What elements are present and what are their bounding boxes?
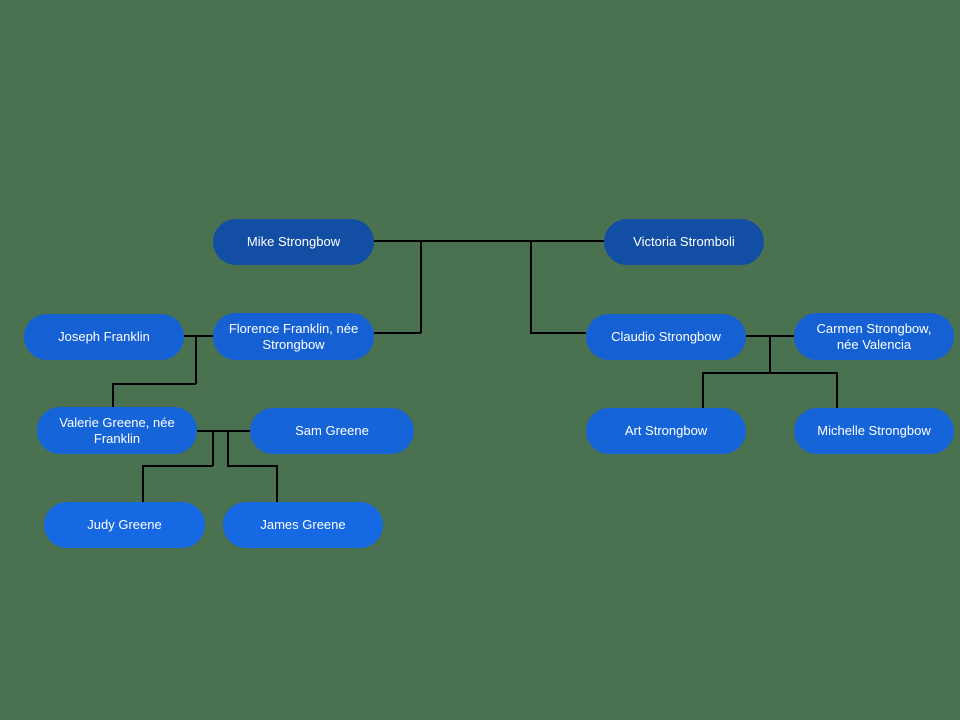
- edge-into-judy: [142, 465, 144, 502]
- tree-node-label: Sam Greene: [295, 423, 369, 439]
- edge-drop-to-claudio: [530, 240, 532, 333]
- tree-node-label: Michelle Strongbow: [817, 423, 931, 439]
- tree-node-mike-strongbow[interactable]: Mike Strongbow: [213, 219, 374, 265]
- tree-node-art-strongbow[interactable]: Art Strongbow: [586, 408, 746, 454]
- edge-into-art: [702, 372, 704, 408]
- edge-drop-joseph-florence: [195, 335, 197, 384]
- tree-node-james-greene[interactable]: James Greene: [223, 502, 383, 548]
- tree-node-label: Joseph Franklin: [58, 329, 150, 345]
- tree-node-label: Valerie Greene, née Franklin: [59, 415, 175, 446]
- tree-node-joseph-franklin[interactable]: Joseph Franklin: [24, 314, 184, 360]
- edge-shelf-to-james: [227, 465, 277, 467]
- tree-node-carmen-strongbow[interactable]: Carmen Strongbow, née Valencia: [794, 313, 954, 360]
- edge-union-joseph-florence: [184, 335, 213, 337]
- edge-into-michelle: [836, 372, 838, 408]
- tree-node-label: Florence Franklin, née Strongbow: [228, 321, 359, 352]
- edge-into-james: [276, 465, 278, 502]
- tree-node-sam-greene[interactable]: Sam Greene: [250, 408, 414, 454]
- edge-shelf-to-judy: [142, 465, 213, 467]
- tree-node-label: Carmen Strongbow, née Valencia: [816, 321, 932, 352]
- edge-shelf-to-valerie: [112, 383, 196, 385]
- tree-node-judy-greene[interactable]: Judy Greene: [44, 502, 205, 548]
- tree-node-florence-franklin[interactable]: Florence Franklin, née Strongbow: [213, 313, 374, 360]
- tree-node-label: Victoria Stromboli: [633, 234, 735, 250]
- edge-union-valerie-sam: [197, 430, 250, 432]
- edge-drop-claudio-carmen: [769, 335, 771, 373]
- tree-node-victoria-stromboli[interactable]: Victoria Stromboli: [604, 219, 764, 265]
- edge-drop-to-james: [227, 430, 229, 466]
- tree-node-label: Claudio Strongbow: [611, 329, 721, 345]
- tree-node-valerie-greene[interactable]: Valerie Greene, née Franklin: [37, 407, 197, 454]
- tree-node-label: Judy Greene: [87, 517, 162, 533]
- edge-into-florence: [374, 332, 421, 334]
- tree-node-michelle-strongbow[interactable]: Michelle Strongbow: [794, 408, 954, 454]
- edge-into-valerie: [112, 383, 114, 407]
- edge-into-claudio: [530, 332, 586, 334]
- tree-node-claudio-strongbow[interactable]: Claudio Strongbow: [586, 314, 746, 360]
- tree-node-label: James Greene: [260, 517, 346, 533]
- tree-node-label: Art Strongbow: [624, 423, 708, 439]
- tree-node-label: Mike Strongbow: [246, 234, 341, 250]
- edge-drop-to-florence: [420, 240, 422, 333]
- edge-shelf-art-michelle: [702, 372, 838, 374]
- edge-union-mike-victoria: [374, 240, 604, 242]
- edge-drop-to-judy: [212, 430, 214, 466]
